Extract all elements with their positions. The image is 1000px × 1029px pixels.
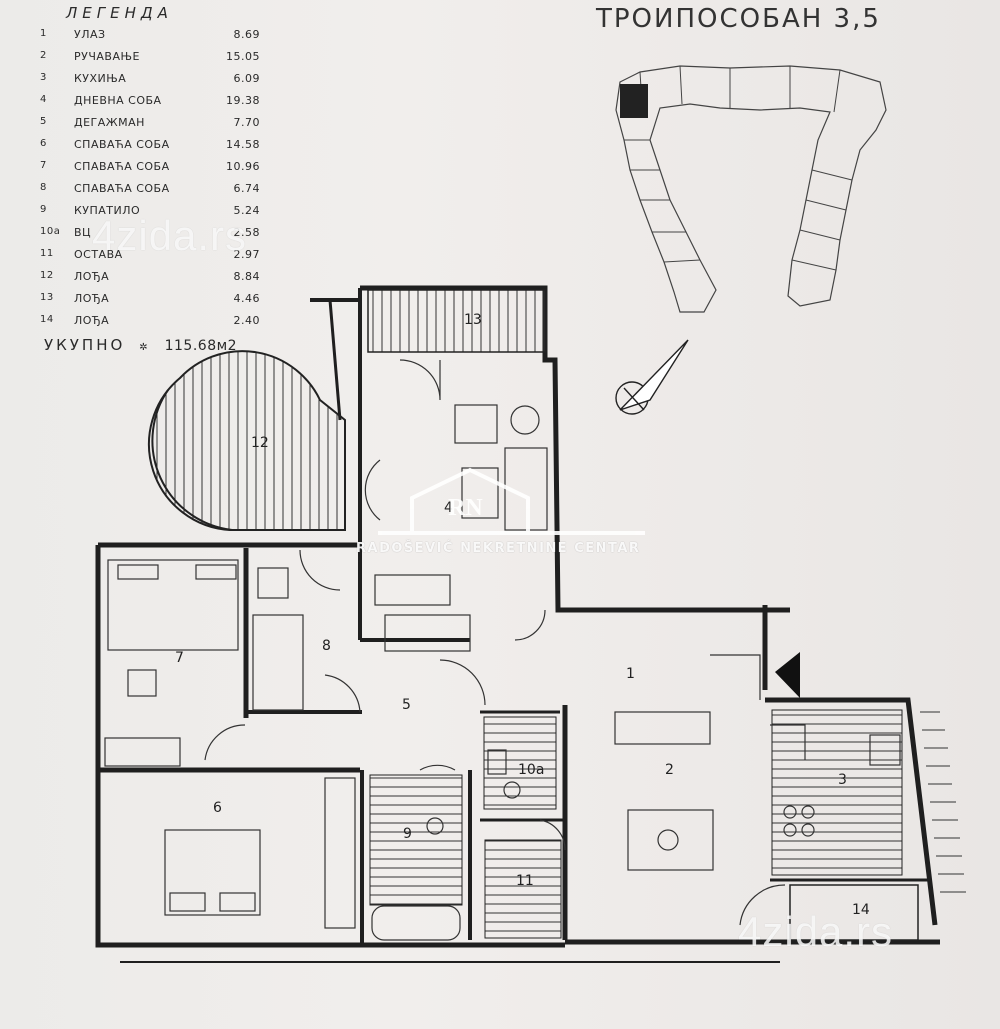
room-label-11: 11 [516,873,534,889]
room-label-9: 9 [403,826,412,842]
north-arrow-icon [615,339,689,415]
agency-watermark: RADOŠEVIĆ NEKRETNINE CENTAR [356,541,641,556]
loggia-12 [147,350,346,531]
legend-row: 9 КУПАТИЛО 5.24 [40,204,280,222]
legend-row: 1 УЛАЗ 8.69 [40,28,280,46]
room-label-5: 5 [402,697,411,713]
legend-row: 5 ДЕГАЖМАН 7.70 [40,116,280,134]
room-label-6: 6 [213,800,222,816]
legend-num: 10a [40,226,61,237]
total-value: 115.68м2 [164,338,238,354]
legend-name: СПАВАЋА СОБА [74,182,170,195]
legend-area: 2.40 [233,314,260,327]
legend-area: 7.70 [233,116,260,129]
legend-row: 13 ЛОЂА 4.46 [40,292,280,310]
legend-name: УЛАЗ [74,28,106,41]
legend-row: 14 ЛОЂА 2.40 [40,314,280,332]
legend-num: 6 [40,138,47,149]
legend-name: ДНЕВНА СОБА [74,94,162,107]
room-label-1: 1 [626,666,635,682]
legend-area: 14.58 [226,138,260,151]
bathroom-tiles [369,774,463,906]
legend-area: 2.58 [233,226,260,239]
total-area: УКУПНО ✲ 115.68м2 [44,336,238,354]
legend-row: 8 СПАВАЋА СОБА 6.74 [40,182,280,200]
legend-num: 7 [40,160,47,171]
legend-area: 5.24 [233,204,260,217]
legend-num: 14 [40,314,54,325]
legend-row: 12 ЛОЂА 8.84 [40,270,280,288]
legend-row: 4 ДНЕВНА СОБА 19.38 [40,94,280,112]
kitchen-tiles [771,709,903,876]
room-label-8: 8 [322,638,331,654]
legend-num: 3 [40,72,47,83]
legend-area: 8.84 [233,270,260,283]
legend-area: 19.38 [226,94,260,107]
total-label: УКУПНО [44,336,126,354]
legend-num: 8 [40,182,47,193]
legend-name: КУХИЊА [74,72,127,85]
legend-name: ЛОЂА [74,292,110,305]
legend-area: 10.96 [226,160,260,173]
room-label-2: 2 [665,762,674,778]
legend-name: СПАВАЋА СОБА [74,160,170,173]
door-swings [204,359,806,926]
legend-num: 12 [40,270,54,281]
legend-num: 2 [40,50,47,61]
entry-arrow-icon [775,652,800,698]
legend-area: 8.69 [233,28,260,41]
legend-row: 3 КУХИЊА 6.09 [40,72,280,90]
legend-name: ДЕГАЖМАН [74,116,145,129]
wc-tiles [483,716,557,810]
room-label-3: 3 [838,772,847,788]
room-label-14: 14 [852,902,870,918]
legend-name: ВЦ [74,226,92,239]
staircase [920,711,966,893]
legend-area: 4.46 [233,292,260,305]
agency-logo-text: RN [448,495,483,521]
storage-tiles [484,839,562,939]
legend-row: 2 РУЧАВАЊЕ 15.05 [40,50,280,68]
legend-num: 5 [40,116,47,127]
legend-row: 10a ВЦ 2.58 [40,226,280,244]
legend-num: 1 [40,28,47,39]
legend-num: 9 [40,204,47,215]
legend-row: 7 СПАВАЋА СОБА 10.96 [40,160,280,178]
room-label-13: 13 [464,312,482,328]
site-watermark: 4zida.rs [92,212,248,259]
room-label-4: 4 [444,500,453,516]
legend-num: 11 [40,248,54,259]
legend-name: РУЧАВАЊЕ [74,50,140,63]
legend-area: 2.97 [233,248,260,261]
apartment-type-title: ТРОИПОСОБАН 3,5 [596,4,881,34]
walls [95,285,940,963]
room-label-12: 12 [251,435,269,451]
legend-row: 6 СПАВАЋА СОБА 14.58 [40,138,280,156]
loggia-14 [789,884,919,941]
legend-area: 6.09 [233,72,260,85]
room-label-10a: 10a [518,762,545,778]
building-key-plan [615,65,887,313]
furniture [104,404,901,941]
loggia-13 [367,289,547,353]
room-label-7: 7 [175,650,184,666]
legend-name: КУПАТИЛО [74,204,141,217]
legend-name: СПАВАЋА СОБА [74,138,170,151]
legend-area: 6.74 [233,182,260,195]
legend-name: ЛОЂА [74,314,110,327]
site-watermark-bottom: 4zida.rs [738,908,894,955]
legend-name: ОСТАВА [74,248,123,261]
legend-num: 4 [40,94,47,105]
legend-area: 15.05 [226,50,260,63]
legend-name: ЛОЂА [74,270,110,283]
legend-num: 13 [40,292,54,303]
legend-title: ЛЕГЕНДА [66,4,173,22]
legend-row: 11 ОСТАВА 2.97 [40,248,280,266]
